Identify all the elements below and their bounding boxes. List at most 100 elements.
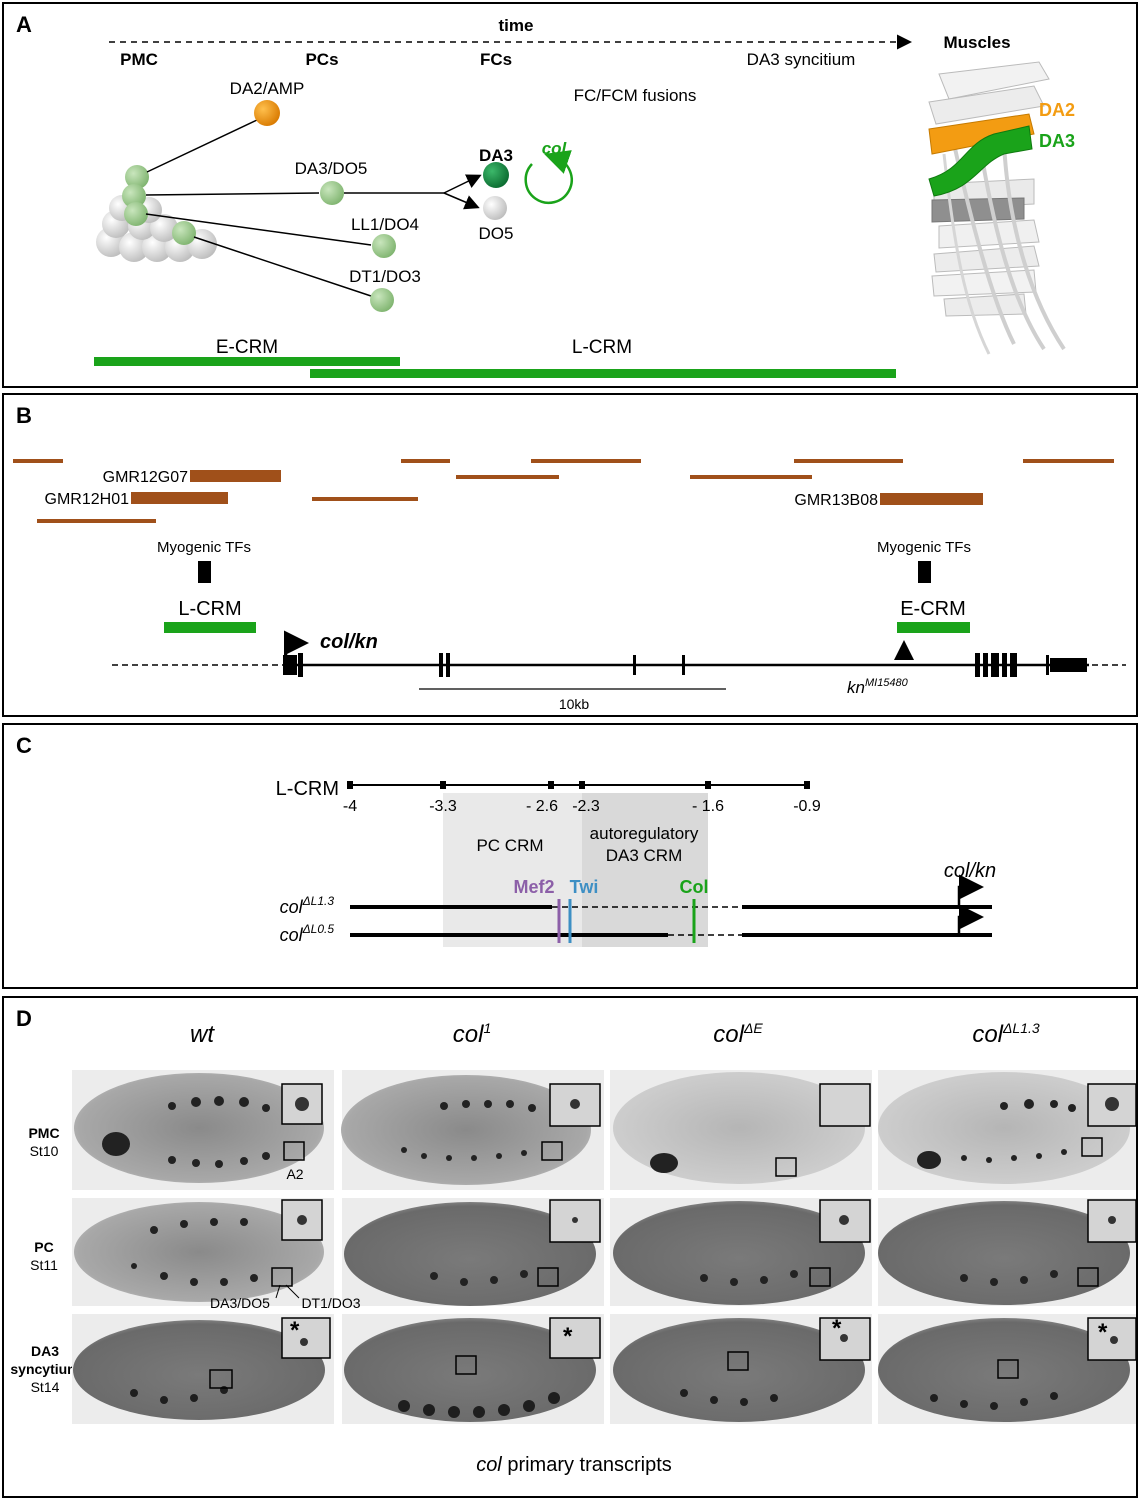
exons	[283, 653, 1087, 677]
tick-5: - 1.6	[692, 798, 724, 815]
e-crm-label: E-CRM	[216, 337, 278, 358]
time-label: time	[499, 16, 534, 35]
column-header-wt: wt	[190, 1021, 214, 1048]
scale-label: 10kb	[559, 696, 590, 712]
panel-b: B GMR12G07 GMR12H01 GMR13B08 Myogenic TF…	[2, 393, 1138, 717]
l-crm-bar	[310, 369, 896, 378]
annotation-da3-do5: DA3/DO5	[210, 1295, 270, 1311]
panel-c: C L-CRM -4 -3.3 - 2.6 -2.3 - 1.6 -0.9 PC…	[2, 723, 1138, 989]
auto-crm-label-1: autoregulatory	[590, 824, 699, 843]
e-crm-bar	[94, 357, 400, 366]
muscle-illustration	[928, 61, 1066, 355]
col-site-label: Col	[680, 877, 709, 897]
label-dt1-do3: DT1/DO3	[349, 267, 421, 286]
construct-gmr12h01: GMR12H01	[45, 491, 130, 508]
allele-label-2: colΔL0.5	[280, 922, 335, 945]
image-insets	[281, 1083, 1136, 1361]
panel-b-figure: GMR12G07 GMR12H01 GMR13B08 Myogenic TFs …	[13, 459, 1126, 712]
muscle-da3	[928, 125, 1033, 197]
panel-a: A time PMC PCs FCs DA3 syncitium Muscles…	[2, 2, 1138, 388]
auto-crm-label-2: DA3 CRM	[606, 846, 683, 865]
tick-1: -4	[343, 798, 357, 815]
stage-muscles: Muscles	[943, 33, 1010, 52]
label-ll1-do4: LL1/DO4	[351, 215, 419, 234]
mef2-label: Mef2	[513, 877, 554, 897]
fusions-label: FC/FCM fusions	[574, 86, 697, 105]
tss-arrow-c2	[957, 904, 984, 935]
label-da3: DA3	[479, 146, 513, 165]
construct-gmr13b08: GMR13B08	[794, 492, 878, 509]
stage-pmc: PMC	[120, 50, 158, 69]
panel-c-label: C	[16, 733, 32, 758]
myogenic-tfs-right: Myogenic TFs	[877, 539, 971, 556]
allele-label-1: colΔL1.3	[280, 894, 335, 917]
cell-dt1-do3	[370, 288, 394, 312]
muscle-label-da2: DA2	[1039, 100, 1075, 120]
embryo-image-grid: * * * * A2 DA3/DO5 DT1/DO3	[72, 1070, 1136, 1424]
col-loop-label: col	[542, 139, 568, 158]
embryo-row-2	[72, 1198, 1136, 1306]
star-wt: *	[290, 1317, 300, 1344]
cell-da3	[483, 162, 509, 188]
myogenic-tfs-left: Myogenic TFs	[157, 539, 251, 556]
tick-4: -2.3	[572, 798, 600, 815]
pc-crm-label: PC CRM	[476, 836, 543, 855]
star-col-delta-e: *	[832, 1315, 842, 1342]
cell-da3-do5	[320, 181, 344, 205]
pc-crm-region	[443, 793, 582, 947]
column-header-col-delta-e: colΔE	[713, 1020, 763, 1048]
figure-caption: col primary transcripts	[476, 1454, 672, 1476]
column-header-col-delta-l13: colΔL1.3	[972, 1020, 1040, 1048]
embryo-row-1	[72, 1070, 1136, 1190]
cell-do5	[483, 196, 507, 220]
label-da3-do5: DA3/DO5	[295, 159, 368, 178]
star-col1: *	[563, 1323, 573, 1350]
tick-2: -3.3	[429, 798, 457, 815]
col-loop-arrow	[524, 150, 573, 204]
e-crm-bar-b	[897, 622, 970, 633]
construct-gmr12g07: GMR12G07	[103, 469, 188, 486]
panel-c-figure: L-CRM -4 -3.3 - 2.6 -2.3 - 1.6 -0.9 PC C…	[276, 778, 996, 947]
annotation-a2: A2	[286, 1166, 303, 1182]
lcrm-label-c: L-CRM	[276, 778, 339, 800]
stage-syncitium: DA3 syncitium	[747, 50, 856, 69]
star-col-delta-l13: *	[1098, 1319, 1108, 1346]
gene-label-c: col/kn	[944, 860, 996, 882]
panel-d-label: D	[16, 1006, 32, 1031]
pmc-cluster	[96, 165, 217, 262]
insertion-label: knMI15480	[847, 677, 909, 697]
twi-label: Twi	[570, 877, 599, 897]
tick-6: -0.9	[793, 798, 821, 815]
panel-a-figure: time PMC PCs FCs DA3 syncitium Muscles F…	[94, 16, 1075, 378]
cell-da2-amp	[254, 100, 280, 126]
panel-a-label: A	[16, 12, 32, 37]
annotation-dt1-do3: DT1/DO3	[301, 1295, 360, 1311]
tss-arrow	[284, 630, 309, 657]
muscle-label-da3: DA3	[1039, 131, 1075, 151]
gene-label-b: col/kn	[320, 631, 378, 653]
tick-3: - 2.6	[526, 798, 558, 815]
e-crm-label-b: E-CRM	[900, 598, 966, 620]
stage-pcs: PCs	[305, 50, 338, 69]
gmr-constructs	[13, 459, 1114, 523]
region-boxes	[209, 1137, 1103, 1389]
panel-b-label: B	[16, 403, 32, 428]
label-da2-amp: DA2/AMP	[230, 79, 305, 98]
column-header-col1: col1	[452, 1020, 492, 1048]
stage-fcs: FCs	[480, 50, 512, 69]
auto-crm-region	[582, 793, 708, 947]
myogenic-site-right	[918, 561, 931, 583]
l-crm-label: L-CRM	[572, 337, 632, 358]
myogenic-site-left	[198, 561, 211, 583]
muscle-da2	[928, 113, 1035, 155]
l-crm-bar-b	[164, 622, 256, 633]
l-crm-label-b: L-CRM	[178, 598, 241, 620]
label-do5: DO5	[479, 224, 514, 243]
embryo-row-3	[72, 1314, 1136, 1424]
tss-arrow-c1	[957, 874, 984, 907]
cell-ll1-do4	[372, 234, 396, 258]
